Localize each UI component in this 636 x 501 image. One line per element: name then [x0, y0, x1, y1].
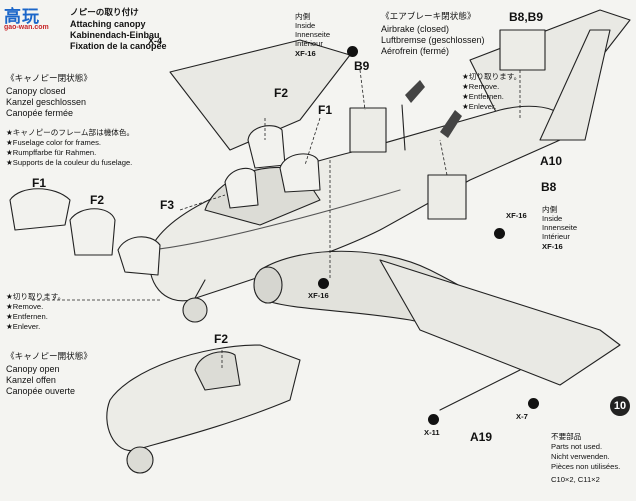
canopy-closed-jp: 《キャノピー閉状態》 — [6, 74, 92, 84]
label-f2-top: F2 — [274, 86, 289, 100]
label-f1-left: F1 — [32, 176, 47, 190]
label-f3: F3 — [160, 198, 175, 212]
cut-left-en: ★Remove. — [6, 302, 44, 311]
inside-right-code: XF-16 — [542, 242, 563, 251]
label-b8: B8 — [541, 180, 557, 194]
canopy-closed-de: Kanzel geschlossen — [6, 97, 87, 107]
paint-dot — [318, 278, 329, 289]
attach-title-jp: ノピーの取り付け — [70, 8, 139, 18]
canopy-open-fr: Canopée ouverte — [6, 386, 76, 396]
airbrake-fr: Aérofrein (fermé) — [381, 46, 450, 56]
cut-right-fr: ★Enlever. — [462, 102, 497, 111]
step-number: 10 — [610, 396, 630, 416]
airbrake-de: Luftbremse (geschlossen) — [381, 35, 485, 45]
cut-left-fr: ★Enlever. — [6, 322, 41, 331]
not-used-parts: C10×2, C11×2 — [551, 475, 600, 484]
not-used-en: Parts not used. — [551, 442, 603, 451]
label-b9: B9 — [354, 59, 370, 73]
label-x7: X-7 — [516, 412, 528, 421]
cut-right-de: ★Entfernen. — [462, 92, 504, 101]
inside-right-de: Innenseite — [542, 223, 578, 232]
not-used-fr: Pièces non utilisées. — [551, 462, 621, 471]
label-f2-bottom: F2 — [214, 332, 229, 346]
attach-title-de: Kabinendach-Einbau — [70, 30, 160, 40]
paint-dot — [528, 398, 539, 409]
attach-title-fr: Fixation de la canopée — [70, 41, 167, 51]
not-used-de: Nicht verwenden. — [551, 452, 610, 461]
airbrake-en: Airbrake (closed) — [381, 24, 450, 34]
canopy-open-jp: 《キャノピー開状態》 — [6, 352, 92, 362]
inside-top-en: Inside — [295, 21, 316, 30]
inside-top-de: Innenseite — [295, 30, 331, 39]
paint-dot — [494, 228, 505, 239]
frame-note-fr: ★Supports de la couleur du fuselage. — [6, 158, 133, 167]
inside-right-fr: Intérieur — [542, 232, 570, 241]
paint-dot — [347, 46, 358, 57]
airbrake-jp: 《エアブレーキ閉状態》 — [381, 12, 476, 22]
inside-top-fr: Intérieur — [295, 39, 323, 48]
canopy-open-en: Canopy open — [6, 364, 60, 374]
label-a19: A19 — [470, 430, 493, 444]
inside-right-jp: 内側 — [542, 205, 558, 214]
label-xf16-mid: XF-16 — [506, 211, 527, 220]
inside-right-en: Inside — [542, 214, 563, 223]
canopy-closed-fr: Canopée fermée — [6, 108, 74, 118]
label-a10: A10 — [540, 154, 563, 168]
cut-right-en: ★Remove. — [462, 82, 500, 91]
frame-note-en: ★Fuselage color for frames. — [6, 138, 102, 147]
cut-right-jp: ★切り取ります。 — [462, 72, 522, 81]
paint-dot — [428, 414, 439, 425]
label-x11: X-11 — [424, 428, 440, 437]
cut-left-de: ★Entfernen. — [6, 312, 48, 321]
label-f2-left: F2 — [90, 193, 105, 207]
attach-title-en: Attaching canopy — [70, 19, 146, 29]
canopy-open-de: Kanzel offen — [6, 375, 56, 385]
inside-top-code: XF-16 — [295, 49, 316, 58]
not-used-jp: 不要部品 — [551, 432, 582, 441]
label-f1-top: F1 — [318, 103, 333, 117]
label-xf16-low: XF-16 — [308, 291, 329, 300]
label-x4: X-4 — [148, 36, 163, 46]
inside-top-jp: 内側 — [295, 12, 311, 21]
label-b8b9: B8,B9 — [509, 10, 544, 24]
canopy-closed-en: Canopy closed — [6, 86, 66, 96]
frame-note-de: ★Rumpffarbe für Rahmen. — [6, 148, 97, 157]
site-logo: 高玩 gao-wan.com — [4, 7, 49, 31]
cut-left-jp: ★切り取ります。 — [6, 292, 66, 301]
frame-note-jp: ★キャノピーのフレーム部は機体色。 — [6, 128, 135, 137]
